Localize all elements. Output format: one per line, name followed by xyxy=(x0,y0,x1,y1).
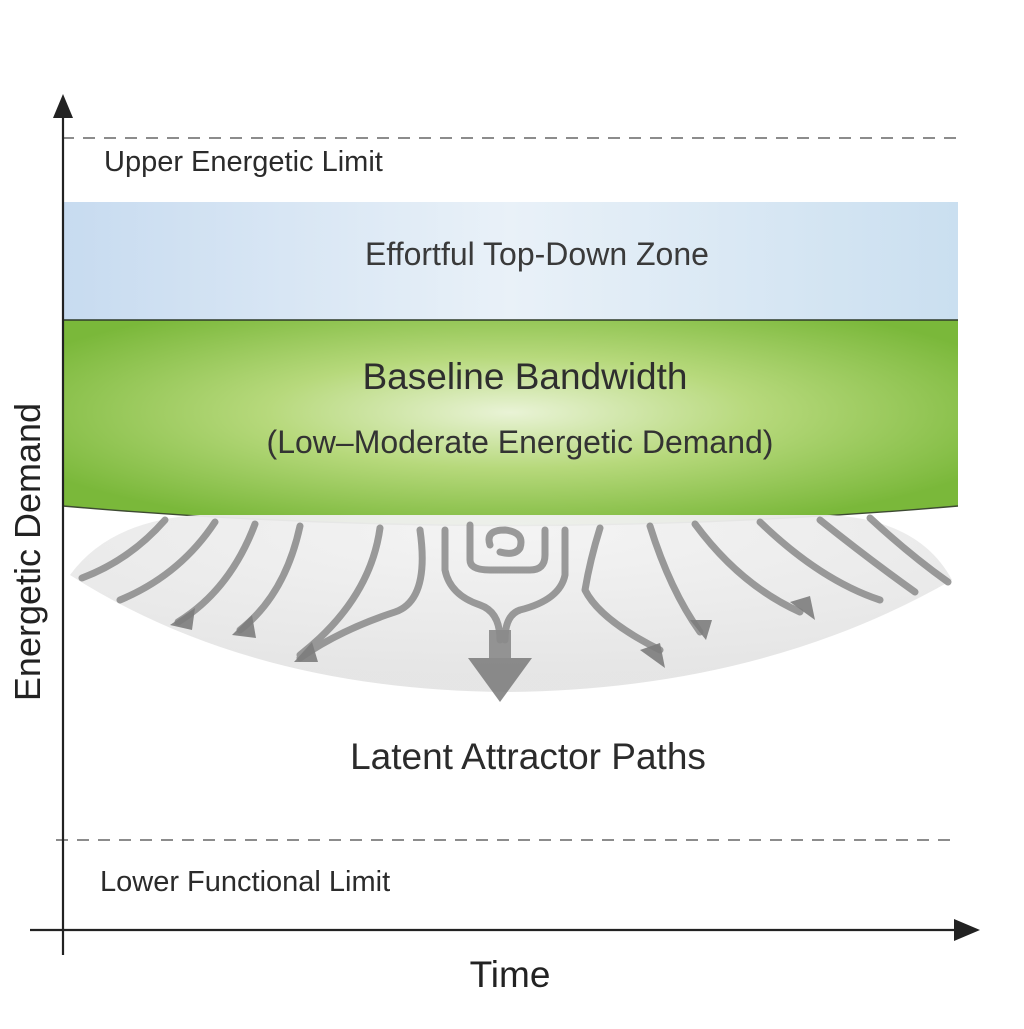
attractor-path xyxy=(485,526,525,557)
attractor-paths xyxy=(78,514,952,662)
y-axis-arrow-icon xyxy=(53,94,73,118)
arrowhead-icon xyxy=(232,615,256,638)
attractor-path xyxy=(296,524,384,659)
attractor-arrowheads xyxy=(170,596,815,702)
arrowhead-icon xyxy=(790,596,815,620)
x-axis-label: Time xyxy=(469,954,551,995)
central-arrow-head xyxy=(468,658,532,702)
attractor-path xyxy=(756,518,884,604)
attractor-path xyxy=(501,526,569,644)
latent-attractor-label: Latent Attractor Paths xyxy=(350,736,706,777)
arrowhead-icon xyxy=(640,643,665,668)
lower-limit-label: Lower Functional Limit xyxy=(100,866,391,898)
arrowhead-icon xyxy=(170,608,195,630)
attractor-path xyxy=(78,516,169,582)
effortful-zone-band xyxy=(63,202,958,320)
central-arrow-stem xyxy=(489,630,511,660)
attractor-path xyxy=(296,526,426,662)
attractor-path xyxy=(691,520,804,616)
baseline-bandwidth-title: Baseline Bandwidth xyxy=(362,356,688,397)
attractor-path xyxy=(816,516,919,596)
x-axis-arrow-icon xyxy=(954,919,980,941)
baseline-bandwidth-subtitle: (Low–Moderate Energetic Demand) xyxy=(266,424,774,460)
attractor-path xyxy=(581,524,664,654)
upper-limit-label: Upper Energetic Limit xyxy=(104,146,383,178)
effortful-zone-label: Effortful Top-Down Zone xyxy=(365,236,709,272)
y-axis-label: Energetic Demand xyxy=(7,402,48,702)
baseline-bandwidth-band xyxy=(63,320,958,526)
attractor-path xyxy=(441,526,504,644)
arrowhead-icon xyxy=(690,620,712,640)
attractor-path xyxy=(116,518,219,604)
attractor-path xyxy=(466,521,549,574)
arrowhead-icon xyxy=(294,642,318,662)
attractor-path xyxy=(866,514,952,586)
